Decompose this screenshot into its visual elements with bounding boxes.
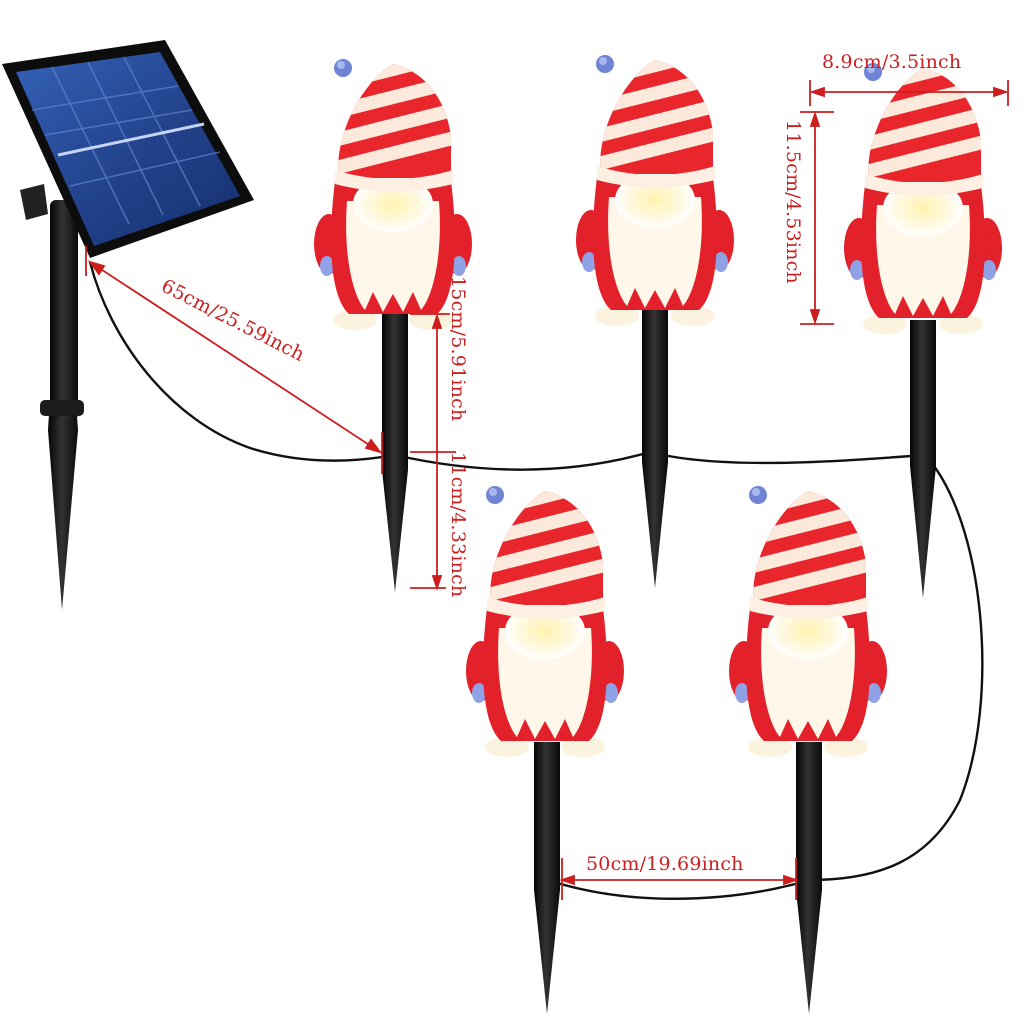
cable-lines bbox=[88, 261, 984, 900]
dimension-label-cable-50cm: 50cm/19.69inch bbox=[586, 853, 744, 875]
dimension-label-height-11-5cm: 11.5cm/4.53inch bbox=[782, 120, 804, 284]
gnome-light-5 bbox=[729, 469, 888, 757]
gnome-light-2 bbox=[576, 38, 735, 326]
dimension-lines bbox=[85, 80, 1009, 900]
cable-gnome-5-to-gnome-4 bbox=[547, 878, 811, 900]
cable-gnome-2-to-gnome-3 bbox=[649, 450, 926, 465]
cable-solar-to-gnome-1 bbox=[88, 261, 396, 462]
stake-1 bbox=[382, 314, 408, 592]
stake-2 bbox=[642, 310, 668, 588]
stake-5 bbox=[796, 742, 822, 1014]
gnome-light-4 bbox=[466, 469, 625, 757]
dimension-label-width-8-9cm: 8.9cm/3.5inch bbox=[822, 51, 961, 73]
stake-3 bbox=[910, 320, 936, 598]
stake-4 bbox=[534, 742, 560, 1014]
dimension-label-spike-11cm: 11cm/4.33inch bbox=[447, 452, 469, 597]
cable-gnome-3-to-gnome-5 bbox=[809, 454, 984, 882]
solar-panel bbox=[2, 40, 254, 610]
dimension-label-stake-15cm: 15cm/5.91inch bbox=[447, 276, 469, 421]
cable-gnome-1-to-gnome-2 bbox=[394, 450, 651, 471]
gnome-stakes bbox=[382, 310, 936, 1014]
gnome-light-3 bbox=[844, 46, 1003, 334]
